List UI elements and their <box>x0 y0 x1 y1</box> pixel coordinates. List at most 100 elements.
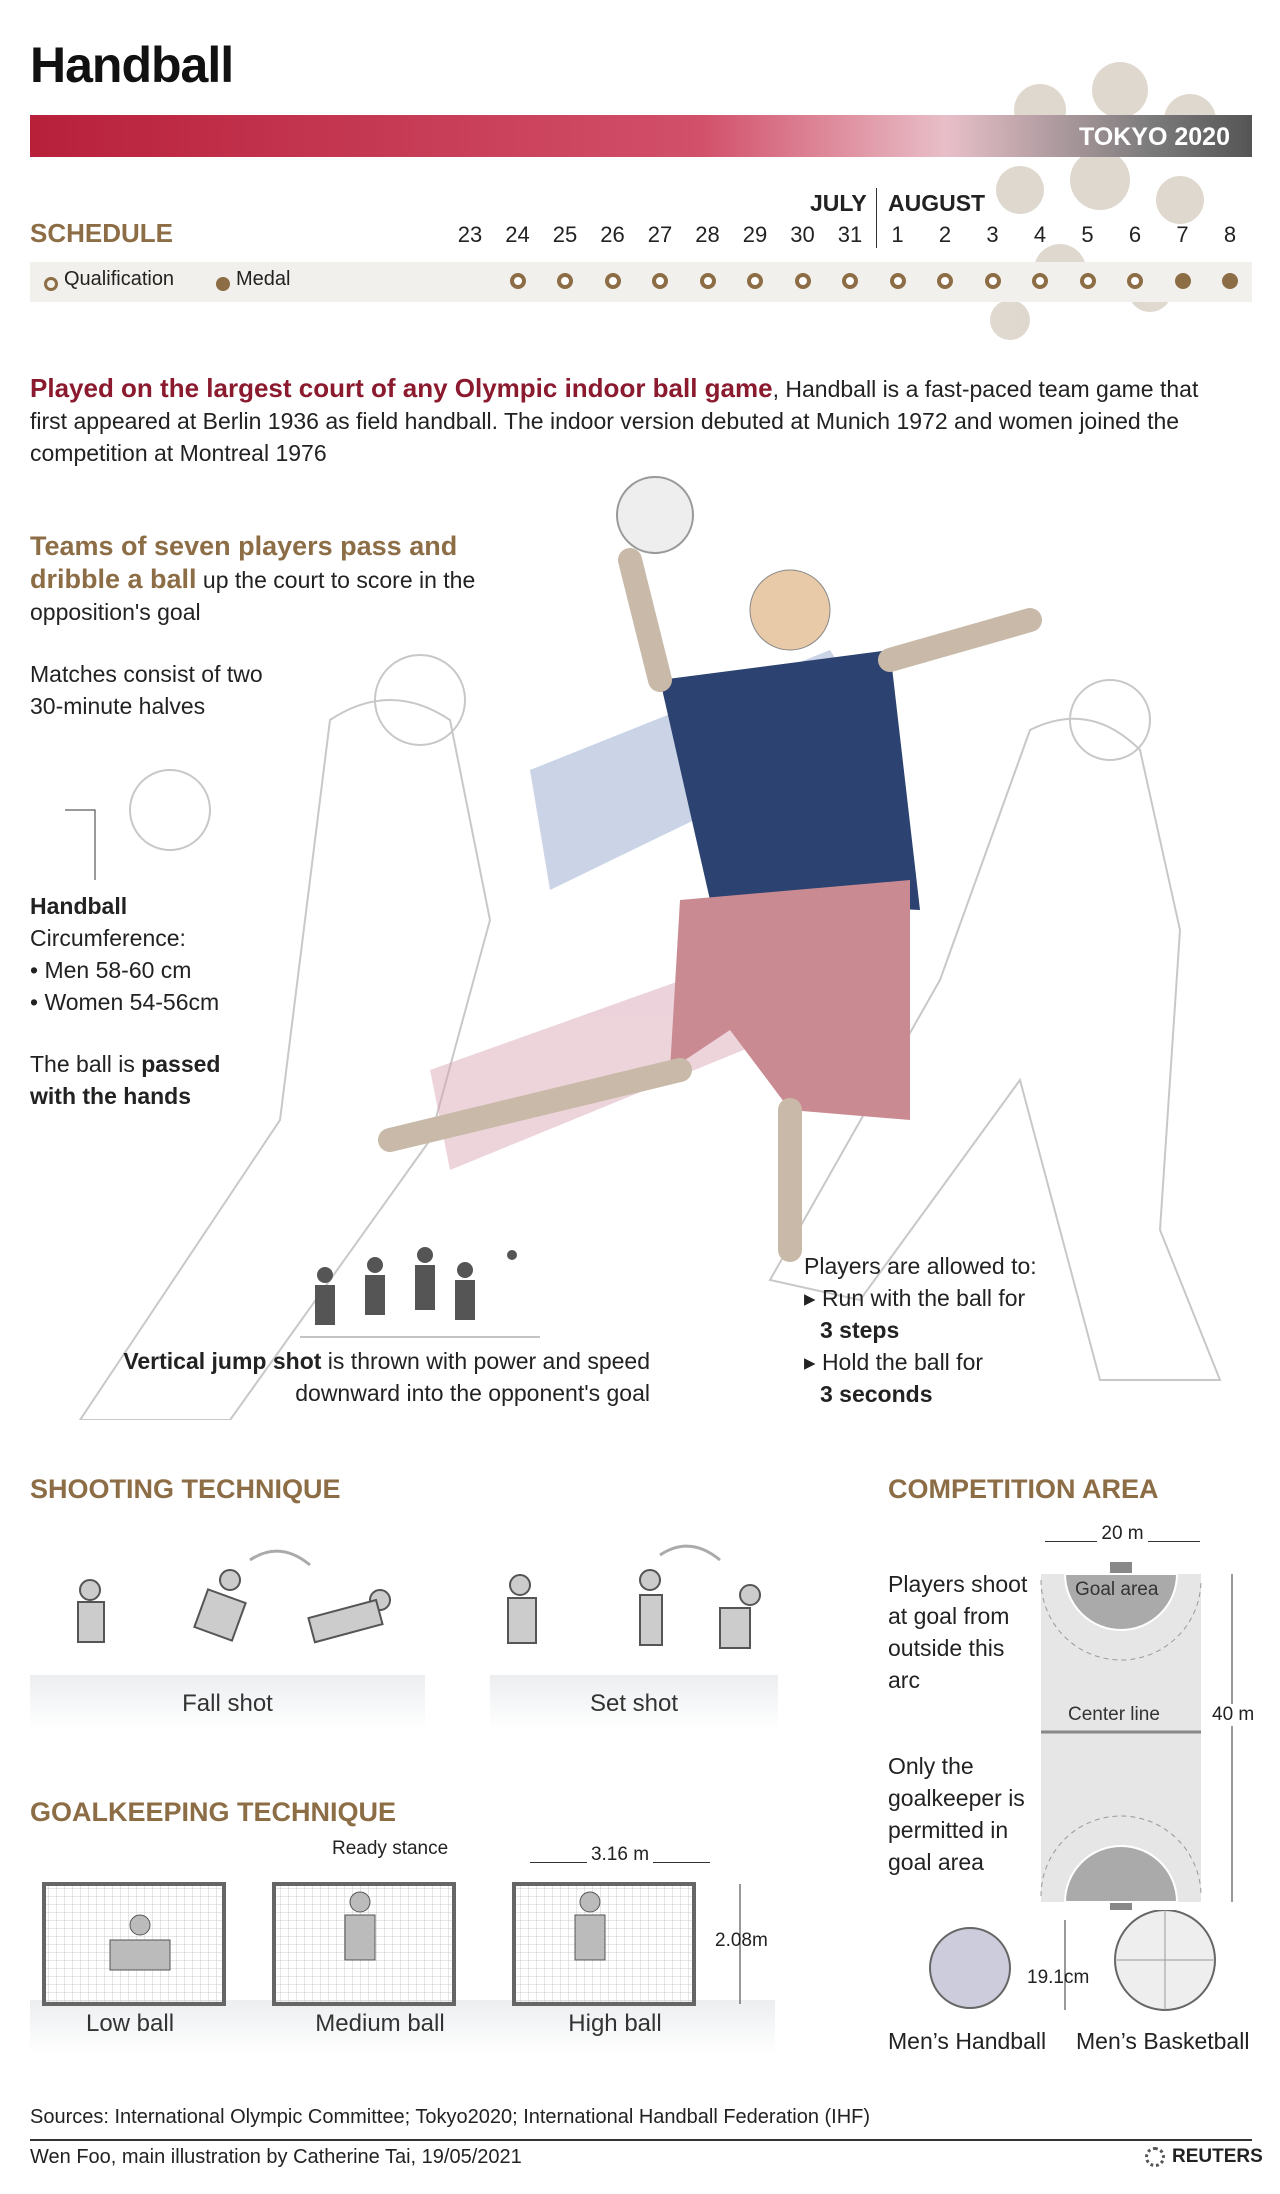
credit: Wen Foo, main illustration by Catherine … <box>30 2146 522 2168</box>
tokyo-banner: TOKYO 2020 <box>30 115 1252 157</box>
goal-width-label: 3.16 m <box>586 1844 654 1865</box>
ball-info-title: Handball <box>30 893 128 919</box>
schedule-day: 31 <box>837 222 863 247</box>
schedule-day: 28 <box>695 222 720 247</box>
schedule-day: 24 <box>505 222 530 247</box>
arc-note: Players shoot at goal from outside this … <box>888 1571 1028 1693</box>
mens-handball-label: Men’s Handball <box>888 2028 1047 2054</box>
court-length-label: 40 m <box>1212 1704 1255 1726</box>
schedule-heading: SCHEDULE <box>30 218 174 248</box>
passed-text: The ball is passed with the hands <box>30 1048 260 1112</box>
goalkeeping-heading: GOALKEEPING TECHNIQUE <box>30 1797 397 1827</box>
teams-text: Teams of seven players pass and dribble … <box>30 530 500 628</box>
schedule-row <box>30 262 1252 302</box>
rule-2-value: 3 seconds <box>820 1381 933 1407</box>
schedule-day: 4 <box>1033 222 1047 247</box>
qualification-legend-icon <box>44 277 58 291</box>
schedule-day: 6 <box>1128 222 1142 247</box>
schedule-day: 27 <box>647 222 673 247</box>
month-divider <box>876 188 877 248</box>
medal-legend-icon <box>216 277 230 291</box>
court-diagram <box>1040 1562 1233 1910</box>
set-shot-panel <box>490 1675 778 1730</box>
reuters-logo: REUTERS <box>1172 2146 1263 2167</box>
low-ball-label: Low ball <box>85 2010 175 2037</box>
reuters-logo-icon <box>1145 2147 1165 2167</box>
high-ball-label: High ball <box>568 2010 662 2037</box>
cherry-blossom-decoration <box>990 62 1216 340</box>
schedule-day: 29 <box>742 222 768 247</box>
jump-rest: is thrown with power and speed downward … <box>295 1348 650 1406</box>
ball-men: • Men 58-60 cm <box>30 957 192 983</box>
qualification-event-dot <box>984 273 1001 289</box>
passed-pre: The ball is <box>30 1051 142 1077</box>
qualification-event-dot <box>652 273 668 289</box>
fall-shot-panel <box>30 1675 425 1730</box>
legend-medal: Medal <box>236 268 291 290</box>
mens-basketball-label: Men’s Basketball <box>1076 2028 1250 2054</box>
jump-bold: Vertical jump shot <box>123 1348 322 1374</box>
footer-divider <box>30 2139 1252 2141</box>
sources: Sources: International Olympic Committee… <box>30 2106 871 2128</box>
rule-1-text: Run with the ball for <box>821 1285 1026 1311</box>
banner-label: TOKYO 2020 <box>1078 123 1230 151</box>
medal-event-dot <box>1222 273 1238 289</box>
qualification-event-dot <box>889 273 906 289</box>
qualification-event-dot <box>794 273 811 289</box>
rule-1-value: 3 steps <box>820 1317 900 1343</box>
ball-circumference-label: Circumference: <box>30 925 186 951</box>
intro-text: Played on the largest court of any Olymp… <box>30 372 1230 469</box>
schedule-day: 7 <box>1176 222 1189 247</box>
medal-event-dot <box>1174 273 1191 289</box>
schedule-day: 2 <box>938 222 952 247</box>
fall-shot-label: Fall shot <box>182 1690 273 1717</box>
teams-lead: Teams of seven players pass and dribble … <box>30 531 458 594</box>
competition-heading: COMPETITION AREA <box>888 1474 1159 1504</box>
shooting-figures <box>77 1544 761 1649</box>
set-shot-label: Set shot <box>589 1690 679 1717</box>
qualification-event-dot <box>509 273 526 289</box>
jump-shot-silhouettes <box>315 1247 517 1325</box>
handball-icon <box>929 1927 1011 2009</box>
qualification-event-dot <box>699 273 716 289</box>
qualification-event-dot <box>937 273 953 289</box>
allowed-box: Players are allowed to: ▸ Run with the b… <box>804 1250 1037 1410</box>
matches-text: Matches consist of two 30-minute halves <box>30 661 263 719</box>
ready-stance-label: Ready stance <box>332 1838 449 1859</box>
qualification-event-dot <box>604 273 621 289</box>
page-title: Handball <box>30 37 234 93</box>
allowed-title: Players are allowed to: <box>804 1253 1037 1279</box>
medium-ball-label: Medium ball <box>315 2010 445 2037</box>
schedule-day: 25 <box>552 222 578 247</box>
ball-diameter-label: 19.1cm <box>1027 1967 1090 1988</box>
goal-nets <box>42 1882 741 2006</box>
month-july: JULY <box>810 190 867 216</box>
intro-rest: , Handball is a fast-paced team game tha… <box>30 376 1199 466</box>
goal-area-note: Only the goalkeeper is permitted in goal… <box>888 1753 1025 1875</box>
court-width-label: 20 m <box>1097 1523 1148 1544</box>
intro-lead: Played on the largest court of any Olymp… <box>30 373 773 403</box>
schedule-day: 1 <box>891 222 904 247</box>
qualification-event-dot <box>1127 273 1143 289</box>
schedule-day: 23 <box>457 222 483 247</box>
court-width-dimension: 20 m <box>1045 1523 1200 1544</box>
qualification-event-dot <box>842 273 858 289</box>
schedule-day: 30 <box>790 222 815 247</box>
allowed-rule-2: ▸ Hold the ball for <box>804 1349 984 1375</box>
month-august: AUGUST <box>888 190 986 216</box>
shooting-heading: SHOOTING TECHNIQUE <box>30 1474 341 1504</box>
legend-qualification: Qualification <box>64 268 175 290</box>
goal-area-label: Goal area <box>1075 1579 1159 1600</box>
schedule-day: 8 <box>1223 222 1237 247</box>
schedule-day: 3 <box>986 222 999 247</box>
qualification-event-dot <box>557 273 573 289</box>
passed-bold: passed with the hands <box>30 1051 221 1109</box>
teams-rest: up the court to score in the opposition'… <box>30 567 476 625</box>
qualification-event-dot <box>1032 273 1048 289</box>
ball-comparison <box>929 1910 1216 2011</box>
ball-women: • Women 54-56cm <box>30 989 220 1015</box>
schedule-day: 26 <box>600 222 625 247</box>
goal-height-label: 2.08m <box>715 1930 768 1951</box>
handball-ball-icon <box>616 476 694 554</box>
